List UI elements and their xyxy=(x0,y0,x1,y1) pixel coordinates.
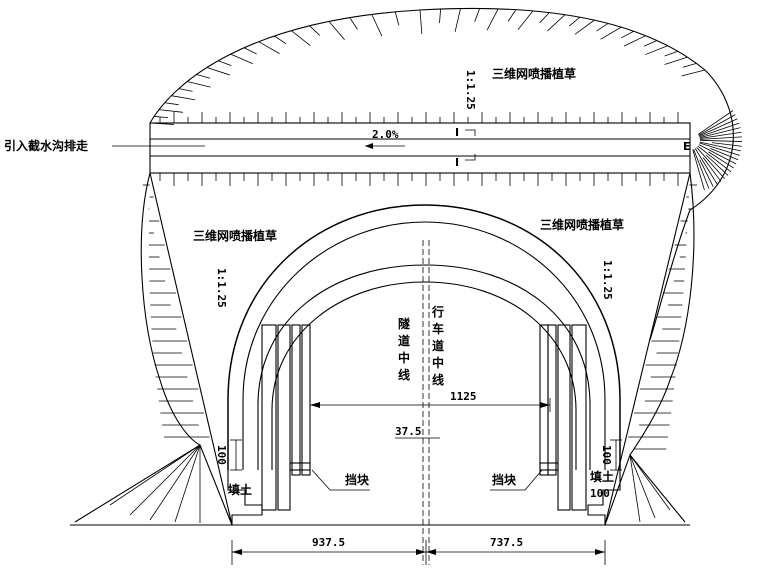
dim-100-left-mark xyxy=(230,439,242,471)
right-wall-columns xyxy=(539,324,587,511)
label-slope-right: 1:1.25 xyxy=(601,260,614,300)
slope-hatch-top xyxy=(149,8,742,191)
left-slope-outline xyxy=(140,172,201,446)
label-fill-left: 填土 xyxy=(228,482,252,497)
right-fill-fan xyxy=(629,454,671,523)
label-section-mark-bottom: I xyxy=(455,156,459,169)
roof-edge-ticks-bottom xyxy=(159,173,679,186)
label-dim-left-100: 100 xyxy=(215,445,228,465)
label-slope-left: 1:1.25 xyxy=(215,268,228,308)
inner-arch-b xyxy=(271,281,577,470)
left-wall-columns xyxy=(261,324,311,511)
label-gradient: 2.0% xyxy=(372,128,399,141)
section-mark-bottom-flag xyxy=(465,154,476,161)
label-fill-right: 填土 xyxy=(590,469,614,484)
label-slope-top: 1:1.25 xyxy=(464,70,477,110)
right-slope-outline xyxy=(629,172,695,456)
middle-arch xyxy=(242,221,606,470)
block-left-leader xyxy=(311,469,370,491)
roof-end-glyph: E xyxy=(683,140,691,153)
inner-arch-a xyxy=(257,264,591,470)
dim-100-right-mark xyxy=(610,439,622,471)
label-block-right: 挡块 xyxy=(492,472,517,487)
label-tunnel-centerline: 隧道中线 xyxy=(398,316,410,382)
label-grass-left: 三维网喷播植草 xyxy=(193,228,277,243)
right-portal-wall xyxy=(604,172,691,526)
left-footing xyxy=(227,470,263,525)
label-drain-note: 引入截水沟排走 xyxy=(4,138,88,153)
label-dim-inner-width: 1125 xyxy=(450,390,477,403)
label-dim-left: 937.5 xyxy=(312,536,345,549)
left-fill-slope xyxy=(74,444,233,526)
label-block-left: 挡块 xyxy=(345,472,370,487)
outer-arch xyxy=(227,204,621,470)
label-grass-right: 三维网喷播植草 xyxy=(540,217,624,232)
upper-slope-outline xyxy=(149,7,734,341)
slope-hatch-right xyxy=(628,184,698,450)
label-grass-top: 三维网喷播植草 xyxy=(492,66,576,81)
section-mark-top-flag xyxy=(465,129,476,136)
portal-roof-band xyxy=(149,122,691,174)
label-dim-right-100a: 100 xyxy=(600,445,613,465)
left-portal-wall xyxy=(149,172,233,526)
label-lane-centerline: 行车道中线 xyxy=(431,304,444,387)
slope-hatch-left xyxy=(142,184,210,438)
right-footing xyxy=(587,470,621,525)
label-dim-right-100b: 100 xyxy=(590,487,610,500)
block-right-leader xyxy=(490,469,543,491)
label-dim-offset: 37.5 xyxy=(395,425,422,438)
label-section-mark-top: I xyxy=(455,126,459,139)
roof-edge-ticks-top xyxy=(159,112,679,123)
left-fill-fan xyxy=(109,444,201,523)
dim-1125 xyxy=(309,398,551,412)
dim-bottom xyxy=(231,540,606,565)
label-dim-right: 737.5 xyxy=(490,536,523,549)
